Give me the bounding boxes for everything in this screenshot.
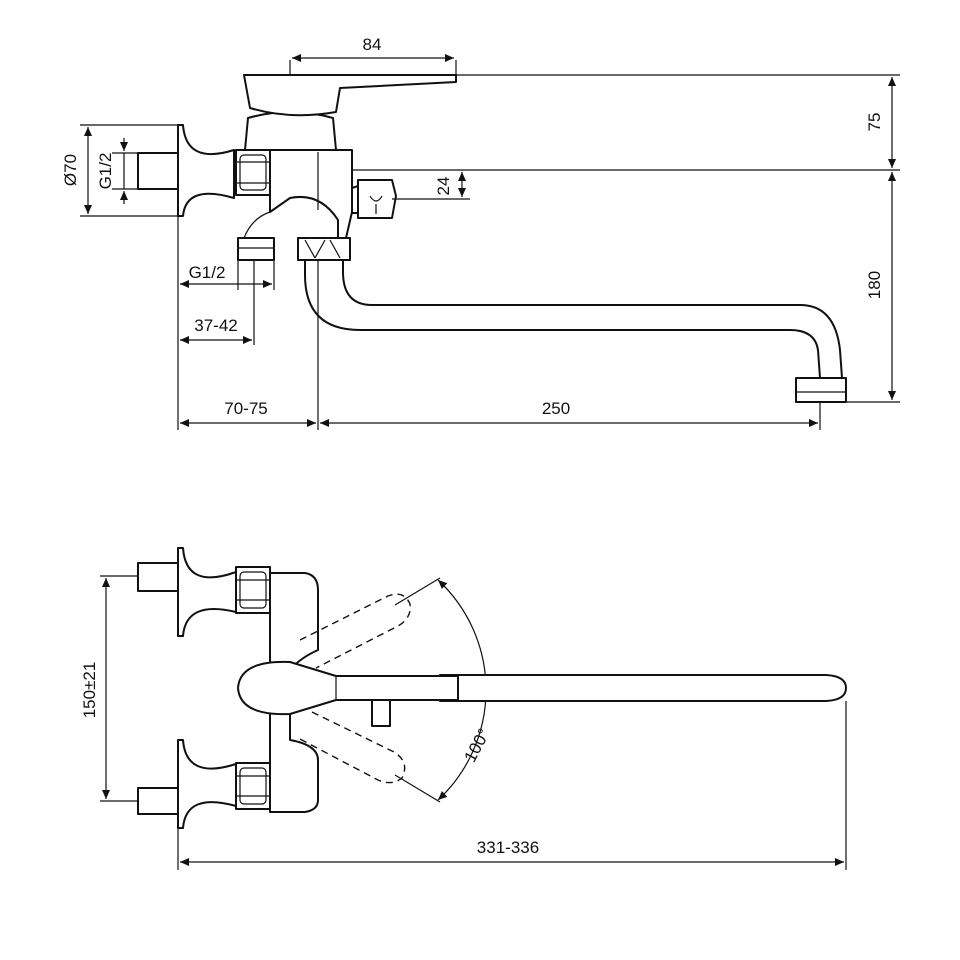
lower-flange <box>177 739 237 829</box>
dim-lever-length: 84 <box>363 35 382 54</box>
lever-handle-top <box>237 660 459 716</box>
shower-outlet <box>237 237 275 261</box>
upper-inlet-stub <box>137 562 179 592</box>
lower-hex-nut <box>235 762 271 810</box>
inlet-stub <box>137 152 179 190</box>
dim-handle-height: 75 <box>865 113 884 132</box>
top-view: 100° 150±21 331-336 <box>80 547 847 870</box>
dim-total-length: 331-336 <box>477 838 539 857</box>
spout-swivel <box>297 237 351 261</box>
lever-handle <box>243 74 457 117</box>
upper-flange <box>177 547 237 637</box>
handle-cap <box>244 111 337 151</box>
dim-outlet-thread: G1/2 <box>189 263 226 282</box>
diverter-top <box>371 699 391 727</box>
aerator <box>795 377 847 403</box>
dim-spout-height: 180 <box>865 271 884 299</box>
dim-inlet-thread: G1/2 <box>96 153 115 190</box>
side-view: 84 75 180 24 Ø70 G1/2 G1/2 37-42 70-75 2… <box>61 35 900 430</box>
mixer-body-top <box>269 572 319 813</box>
wall-flange <box>177 124 235 217</box>
lever-ghost-upper <box>299 593 411 669</box>
upper-hex-nut <box>235 566 271 614</box>
lever-ghost-lower <box>297 711 406 784</box>
mixer-body <box>269 149 353 239</box>
lower-inlet-stub <box>137 787 179 815</box>
dim-lever-rotation: 100° <box>460 725 493 765</box>
dim-spout-reach: 250 <box>542 399 570 418</box>
spout-pipe <box>304 259 843 379</box>
dim-inlet-spacing: 150±21 <box>80 662 99 719</box>
dim-flange-diameter: Ø70 <box>61 154 80 186</box>
dim-diverter-height: 24 <box>434 177 453 196</box>
spout-top <box>439 674 847 702</box>
dim-thread-offset: 37-42 <box>194 316 237 335</box>
dim-wall-to-spout: 70-75 <box>224 399 267 418</box>
hex-nut <box>235 149 271 196</box>
